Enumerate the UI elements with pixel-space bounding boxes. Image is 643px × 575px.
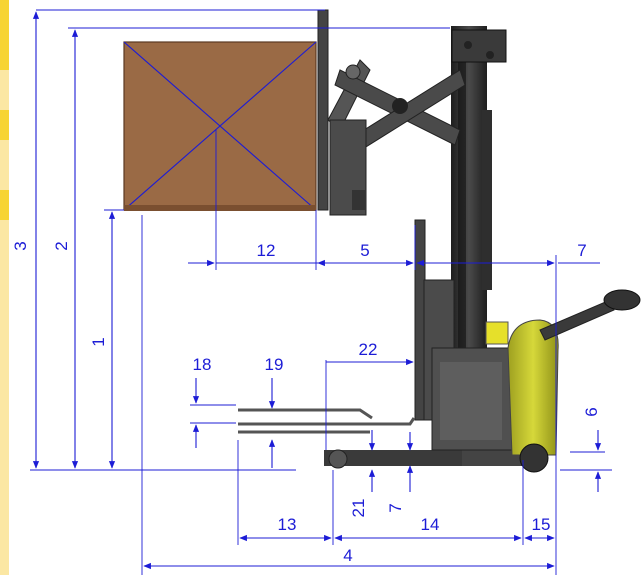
label-5: 5	[360, 241, 369, 260]
tiller-arm	[539, 299, 615, 341]
stacker-machine	[238, 9, 641, 473]
label-2: 2	[52, 241, 71, 250]
drive-unit-body	[507, 319, 559, 456]
label-18: 18	[193, 355, 212, 374]
label-6: 6	[582, 407, 601, 416]
label-7-top: 7	[577, 241, 586, 260]
label-22: 22	[359, 340, 378, 359]
left-edge-strip	[0, 0, 9, 575]
upper-fork-back	[317, 9, 329, 211]
label-19: 19	[265, 355, 284, 374]
label-15: 15	[532, 515, 551, 534]
label-7-bottom: 7	[386, 503, 405, 512]
label-1: 1	[89, 337, 108, 346]
pallet-load	[123, 41, 317, 211]
label-4: 4	[343, 546, 352, 565]
dimension-lines	[30, 9, 612, 575]
dimension-labels: 3 2 1 12 5 7 22 18 19 6 21 7 13 14 15 4	[11, 241, 601, 565]
tiller-head	[603, 289, 641, 311]
rear-frame	[462, 448, 522, 466]
front-wheel	[328, 449, 348, 469]
drive-wheel	[519, 443, 549, 473]
label-3: 3	[11, 241, 30, 250]
label-14: 14	[421, 515, 440, 534]
chassis-base	[324, 450, 474, 466]
label-12: 12	[257, 241, 276, 260]
mast-top-head	[451, 29, 507, 63]
label-13: 13	[278, 515, 297, 534]
label-21: 21	[349, 499, 368, 518]
